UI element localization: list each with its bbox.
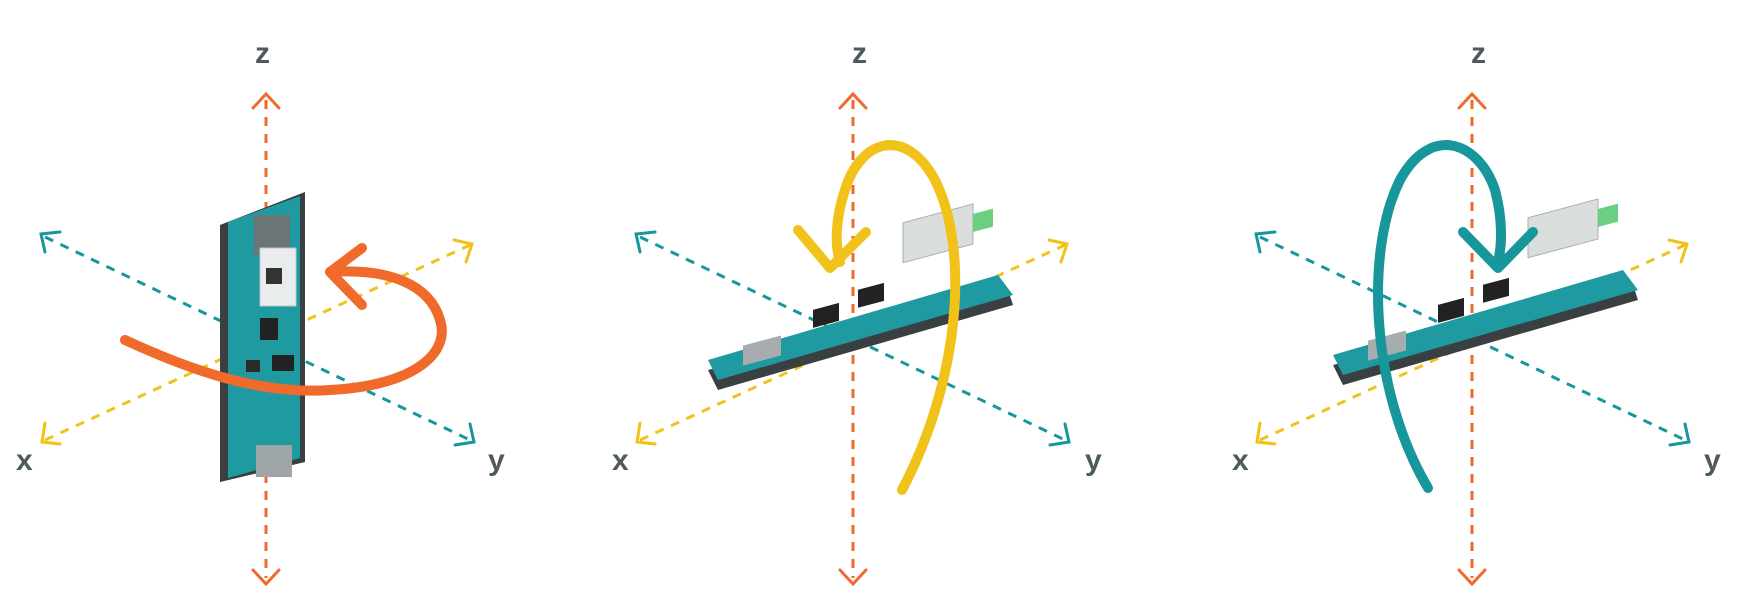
x-axis-arrow-a xyxy=(635,421,657,446)
z-axis-label: z xyxy=(852,37,867,70)
circuit-board-flat xyxy=(1333,198,1638,385)
x-axis-arrow-b xyxy=(1667,238,1689,264)
y-axis-arrow-a xyxy=(634,230,657,254)
x-axis-arrow-a xyxy=(40,421,62,446)
z-axis-arrow-bottom xyxy=(838,568,868,587)
y-axis-line xyxy=(44,235,471,442)
y-axis-arrow-b xyxy=(1048,422,1071,447)
y-axis-label: y xyxy=(1704,444,1721,477)
rotation-arrow-z-head xyxy=(325,243,367,310)
rotation-arrow-y xyxy=(831,140,961,495)
x-axis-label: x xyxy=(1232,444,1249,477)
circuit-board-flat xyxy=(708,203,1013,390)
rotation-arrow-y-head xyxy=(793,225,871,273)
panel-2: z x y xyxy=(612,37,1102,587)
y-axis-line xyxy=(639,235,1066,442)
panel-1: z x y xyxy=(16,37,505,587)
y-axis-label: y xyxy=(488,444,505,477)
x-axis-label: x xyxy=(612,444,629,477)
panel-3: z x y xyxy=(1232,37,1721,587)
x-axis-arrow-b xyxy=(1047,238,1069,264)
z-axis-arrow-top xyxy=(838,91,868,110)
rotation-arrow-x-head xyxy=(1458,227,1538,273)
y-axis-label: y xyxy=(1085,444,1102,477)
y-axis-arrow-a xyxy=(39,230,62,254)
z-axis-arrow-bottom xyxy=(1457,568,1487,587)
y-axis-line xyxy=(1259,235,1686,442)
y-axis-arrow-b xyxy=(453,422,476,447)
circuit-board-vertical xyxy=(220,192,305,482)
y-axis-arrow-a xyxy=(1254,230,1277,254)
z-axis-label: z xyxy=(1471,37,1486,70)
y-axis-arrow-b xyxy=(1668,422,1691,447)
x-axis-label: x xyxy=(16,444,33,477)
z-axis-arrow-top xyxy=(1457,91,1487,110)
z-axis-arrow-top xyxy=(251,91,281,110)
x-axis-arrow-a xyxy=(1255,421,1277,446)
x-axis-arrow-b xyxy=(452,238,474,264)
z-axis-label: z xyxy=(255,37,270,70)
rotation-arrow-x xyxy=(1373,140,1507,493)
z-axis-arrow-bottom xyxy=(251,568,281,587)
rotation-arrow-z xyxy=(120,266,447,396)
